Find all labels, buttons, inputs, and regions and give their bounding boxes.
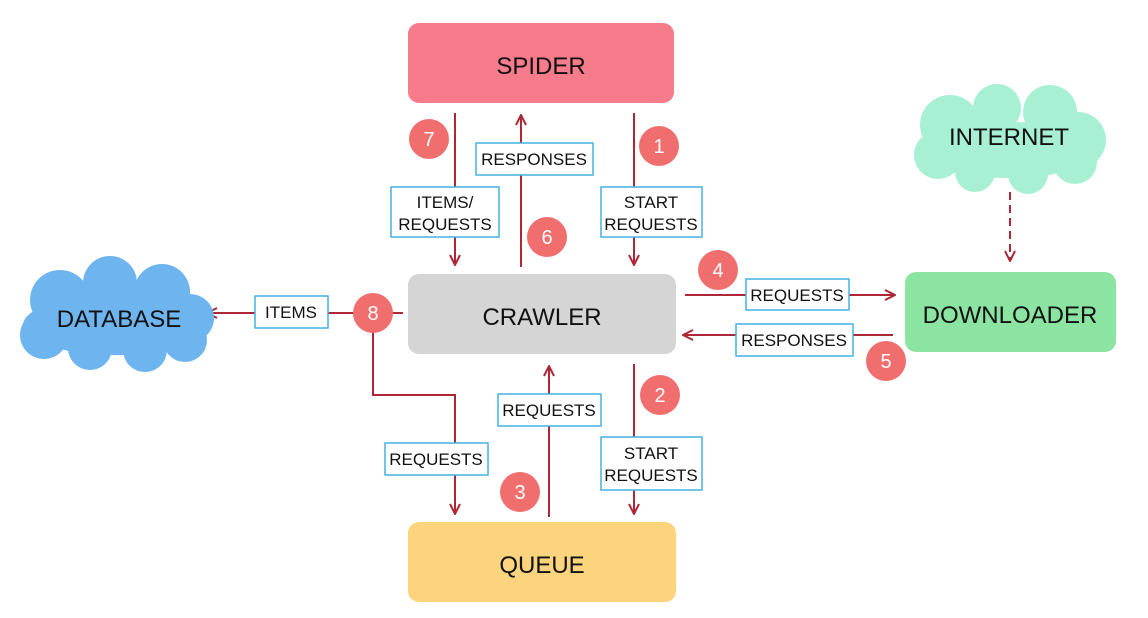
crawler-node-label: CRAWLER <box>482 304 601 331</box>
step-badge-5-number: 5 <box>880 351 891 373</box>
label-requests-to-downloader: REQUESTS <box>745 278 850 311</box>
spider-node-label: SPIDER <box>496 53 585 80</box>
step-badge-4: 4 <box>698 250 738 290</box>
label-requests-from-queue-text: REQUESTS <box>502 401 596 420</box>
downloader-node-label: DOWNLOADER <box>923 302 1098 329</box>
step-badge-3: 3 <box>500 472 540 512</box>
label-responses-to-crawler-text: RESPONSES <box>741 331 847 350</box>
label-items-to-database: ITEMS <box>254 295 329 329</box>
label-items-requests: ITEMS/ REQUESTS <box>390 186 500 238</box>
downloader-node: DOWNLOADER <box>905 272 1116 352</box>
step-badge-2: 2 <box>640 375 680 415</box>
step-badge-2-number: 2 <box>654 385 665 407</box>
label-start-requests-bottom: START REQUESTS <box>600 436 703 491</box>
database-cloud: DATABASE <box>20 256 214 372</box>
label-responses-to-spider: RESPONSES <box>475 142 594 176</box>
label-start-requests-top: START REQUESTS <box>600 186 703 238</box>
queue-node: QUEUE <box>408 522 676 602</box>
step-badge-8: 8 <box>353 293 393 333</box>
step-badge-4-number: 4 <box>712 260 723 282</box>
label-start-requests-top-line2: REQUESTS <box>604 215 698 234</box>
internet-cloud: INTERNET <box>914 84 1106 194</box>
step-badge-6: 6 <box>527 217 567 257</box>
label-responses-to-crawler: RESPONSES <box>735 323 854 357</box>
label-requests-to-queue: REQUESTS <box>384 442 489 476</box>
step-badge-6-number: 6 <box>541 227 552 249</box>
label-items-requests-line2: REQUESTS <box>398 215 492 234</box>
label-items-to-database-text: ITEMS <box>265 303 317 322</box>
label-items-requests-line1: ITEMS/ <box>417 193 474 212</box>
step-badge-1-number: 1 <box>653 136 664 158</box>
step-badge-7-number: 7 <box>423 129 434 151</box>
database-cloud-label: DATABASE <box>57 306 181 333</box>
step-badge-5: 5 <box>866 341 906 381</box>
label-requests-to-downloader-text: REQUESTS <box>750 286 844 305</box>
label-requests-from-queue: REQUESTS <box>497 393 602 427</box>
step-badge-8-number: 8 <box>367 303 378 325</box>
label-responses-to-spider-text: RESPONSES <box>481 150 587 169</box>
spider-node: SPIDER <box>408 23 674 103</box>
queue-node-label: QUEUE <box>499 552 584 579</box>
step-badge-3-number: 3 <box>514 482 525 504</box>
internet-cloud-label: INTERNET <box>949 124 1069 151</box>
label-start-requests-top-line1: START <box>624 193 678 212</box>
label-start-requests-bottom-line2: REQUESTS <box>604 466 698 485</box>
step-badge-1: 1 <box>639 126 679 166</box>
label-requests-to-queue-text: REQUESTS <box>389 450 483 469</box>
step-badge-7: 7 <box>409 119 449 159</box>
label-start-requests-bottom-line1: START <box>624 444 678 463</box>
crawler-node: CRAWLER <box>408 274 676 354</box>
